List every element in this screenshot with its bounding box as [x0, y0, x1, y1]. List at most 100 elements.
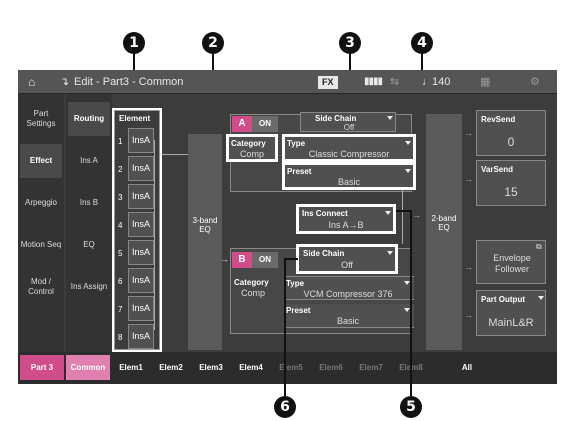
arrow-right-icon: →: [464, 128, 473, 138]
callout-6-outline: [296, 244, 398, 274]
back-arrow-icon[interactable]: ↴: [60, 76, 70, 88]
ins-a-sidechain-field[interactable]: Side Chain Off: [300, 112, 396, 132]
fx-button[interactable]: FX: [318, 76, 338, 89]
ins-a-category-field[interactable]: Category Comp: [228, 136, 276, 160]
ins-b-sidechain-field[interactable]: Side Chain Off: [298, 246, 396, 272]
subnav-eq[interactable]: EQ: [83, 240, 95, 249]
dropdown-arrow-icon: [387, 251, 393, 255]
usb-icon: ⇆: [390, 76, 400, 88]
ins-b-preset-field[interactable]: Preset Basic: [284, 304, 414, 328]
ins-a-type-field[interactable]: Type Classic Compressor: [284, 136, 414, 160]
callout-4: 4: [411, 32, 433, 54]
element-7-insert[interactable]: InsA: [128, 296, 154, 321]
tab-elem5: Elem5: [279, 363, 303, 372]
callout-2-outline: [226, 134, 278, 162]
arrow-right-icon: →: [412, 210, 421, 220]
nav-motion-seq[interactable]: Motion Seq: [20, 240, 62, 249]
tab-common[interactable]: Common: [66, 355, 110, 380]
revsend-field[interactable]: RevSend 0: [476, 110, 546, 156]
arrow-right-icon: →: [464, 174, 473, 184]
callout-5: 5: [400, 396, 422, 418]
element-6-insert[interactable]: InsA: [128, 268, 154, 293]
nav-part-settings[interactable]: Part Settings: [26, 109, 56, 128]
dropdown-arrow-icon: [538, 296, 544, 300]
tab-elem1[interactable]: Elem1: [119, 363, 143, 372]
nav-effect[interactable]: Effect: [20, 144, 62, 178]
element-3-insert[interactable]: InsA: [128, 184, 154, 209]
tempo-value[interactable]: 140: [432, 76, 451, 88]
ins-b-type-field[interactable]: Type VCM Compressor 376: [284, 276, 414, 300]
callout-6: 6: [274, 396, 296, 418]
element-header: Element: [119, 114, 151, 123]
arrow-right-icon: →: [464, 262, 473, 272]
tab-elem4[interactable]: Elem4: [239, 363, 263, 372]
home-icon[interactable]: ⌂: [28, 75, 36, 89]
dropdown-arrow-icon: [405, 169, 411, 173]
arrow-right-icon: →: [220, 254, 229, 264]
callout-1-outline: [112, 108, 162, 352]
settings-icon[interactable]: ⚙: [530, 76, 540, 88]
tab-all[interactable]: All: [461, 363, 473, 372]
eq2-label: 2-band EQ: [431, 214, 457, 232]
ins-a-letter: A: [232, 116, 252, 132]
dropdown-arrow-icon: [404, 308, 410, 312]
ins-b-category-field[interactable]: Category Comp: [234, 278, 269, 298]
tab-elem2[interactable]: Elem2: [159, 363, 183, 372]
dropdown-arrow-icon: [387, 116, 393, 120]
callout-5-outline: [296, 204, 396, 234]
element-1-insert[interactable]: InsA: [128, 128, 154, 153]
part-output-field[interactable]: Part Output MainL&R: [476, 290, 546, 336]
callout-6-leader: [284, 258, 286, 396]
arrow-right-icon: →: [464, 310, 473, 320]
dropdown-arrow-icon: [405, 141, 411, 145]
nav-mod-control[interactable]: Mod / Control: [28, 277, 54, 296]
subnav-ins-assign[interactable]: Ins Assign: [70, 282, 108, 291]
top-bar: ⌂ ↴ Edit - Part3 - Common FX ▮▮▮▮ ⇆ ♩ 14…: [18, 70, 557, 94]
left-nav: [18, 94, 64, 352]
grid-icon[interactable]: ▦: [480, 76, 491, 88]
element-4-insert[interactable]: InsA: [128, 212, 154, 237]
callout-4-outline: [282, 162, 416, 190]
element-2-insert[interactable]: InsA: [128, 156, 154, 181]
dropdown-arrow-icon: [404, 281, 410, 285]
breadcrumb: Edit - Part3 - Common: [74, 76, 184, 88]
subnav-ins-b[interactable]: Ins B: [79, 198, 99, 207]
ins-a-on-switch[interactable]: ON: [252, 116, 278, 132]
ins-connect-field[interactable]: Ins Connect Ins A→B: [298, 206, 394, 232]
keyboard-icon[interactable]: ▮▮▮▮: [364, 76, 383, 87]
eq2-block[interactable]: 2-band EQ: [426, 114, 462, 350]
callout-6-leader-h: [284, 258, 298, 260]
envelope-follower-button[interactable]: ⧉ Envelope Follower: [476, 240, 546, 284]
note-icon: ♩: [422, 76, 433, 88]
subnav-ins-a[interactable]: Ins A: [80, 156, 98, 165]
dropdown-arrow-icon: [385, 211, 391, 215]
sub-nav: [66, 94, 112, 352]
ins-b-on-switch[interactable]: ON: [252, 252, 278, 268]
tab-part[interactable]: Part 3: [20, 355, 64, 380]
ins-b-letter: B: [232, 252, 252, 268]
tab-elem6: Elem6: [319, 363, 343, 372]
eq3-block[interactable]: 3-band EQ: [188, 134, 222, 350]
nav-arpeggio[interactable]: Arpeggio: [24, 198, 58, 207]
ins-a-preset-field[interactable]: Preset Basic: [284, 164, 414, 188]
callout-1: 1: [123, 32, 145, 54]
varsend-field[interactable]: VarSend 15: [476, 160, 546, 206]
subnav-routing[interactable]: Routing: [68, 102, 110, 136]
callout-5-leader-h: [396, 210, 412, 212]
routing-line: [402, 190, 403, 244]
element-8-insert[interactable]: InsA: [128, 324, 154, 349]
element-5-insert[interactable]: InsA: [128, 240, 154, 265]
callout-3: 3: [339, 32, 361, 54]
routing-line: [154, 140, 155, 330]
tab-elem3[interactable]: Elem3: [199, 363, 223, 372]
popup-icon: ⧉: [536, 242, 542, 251]
